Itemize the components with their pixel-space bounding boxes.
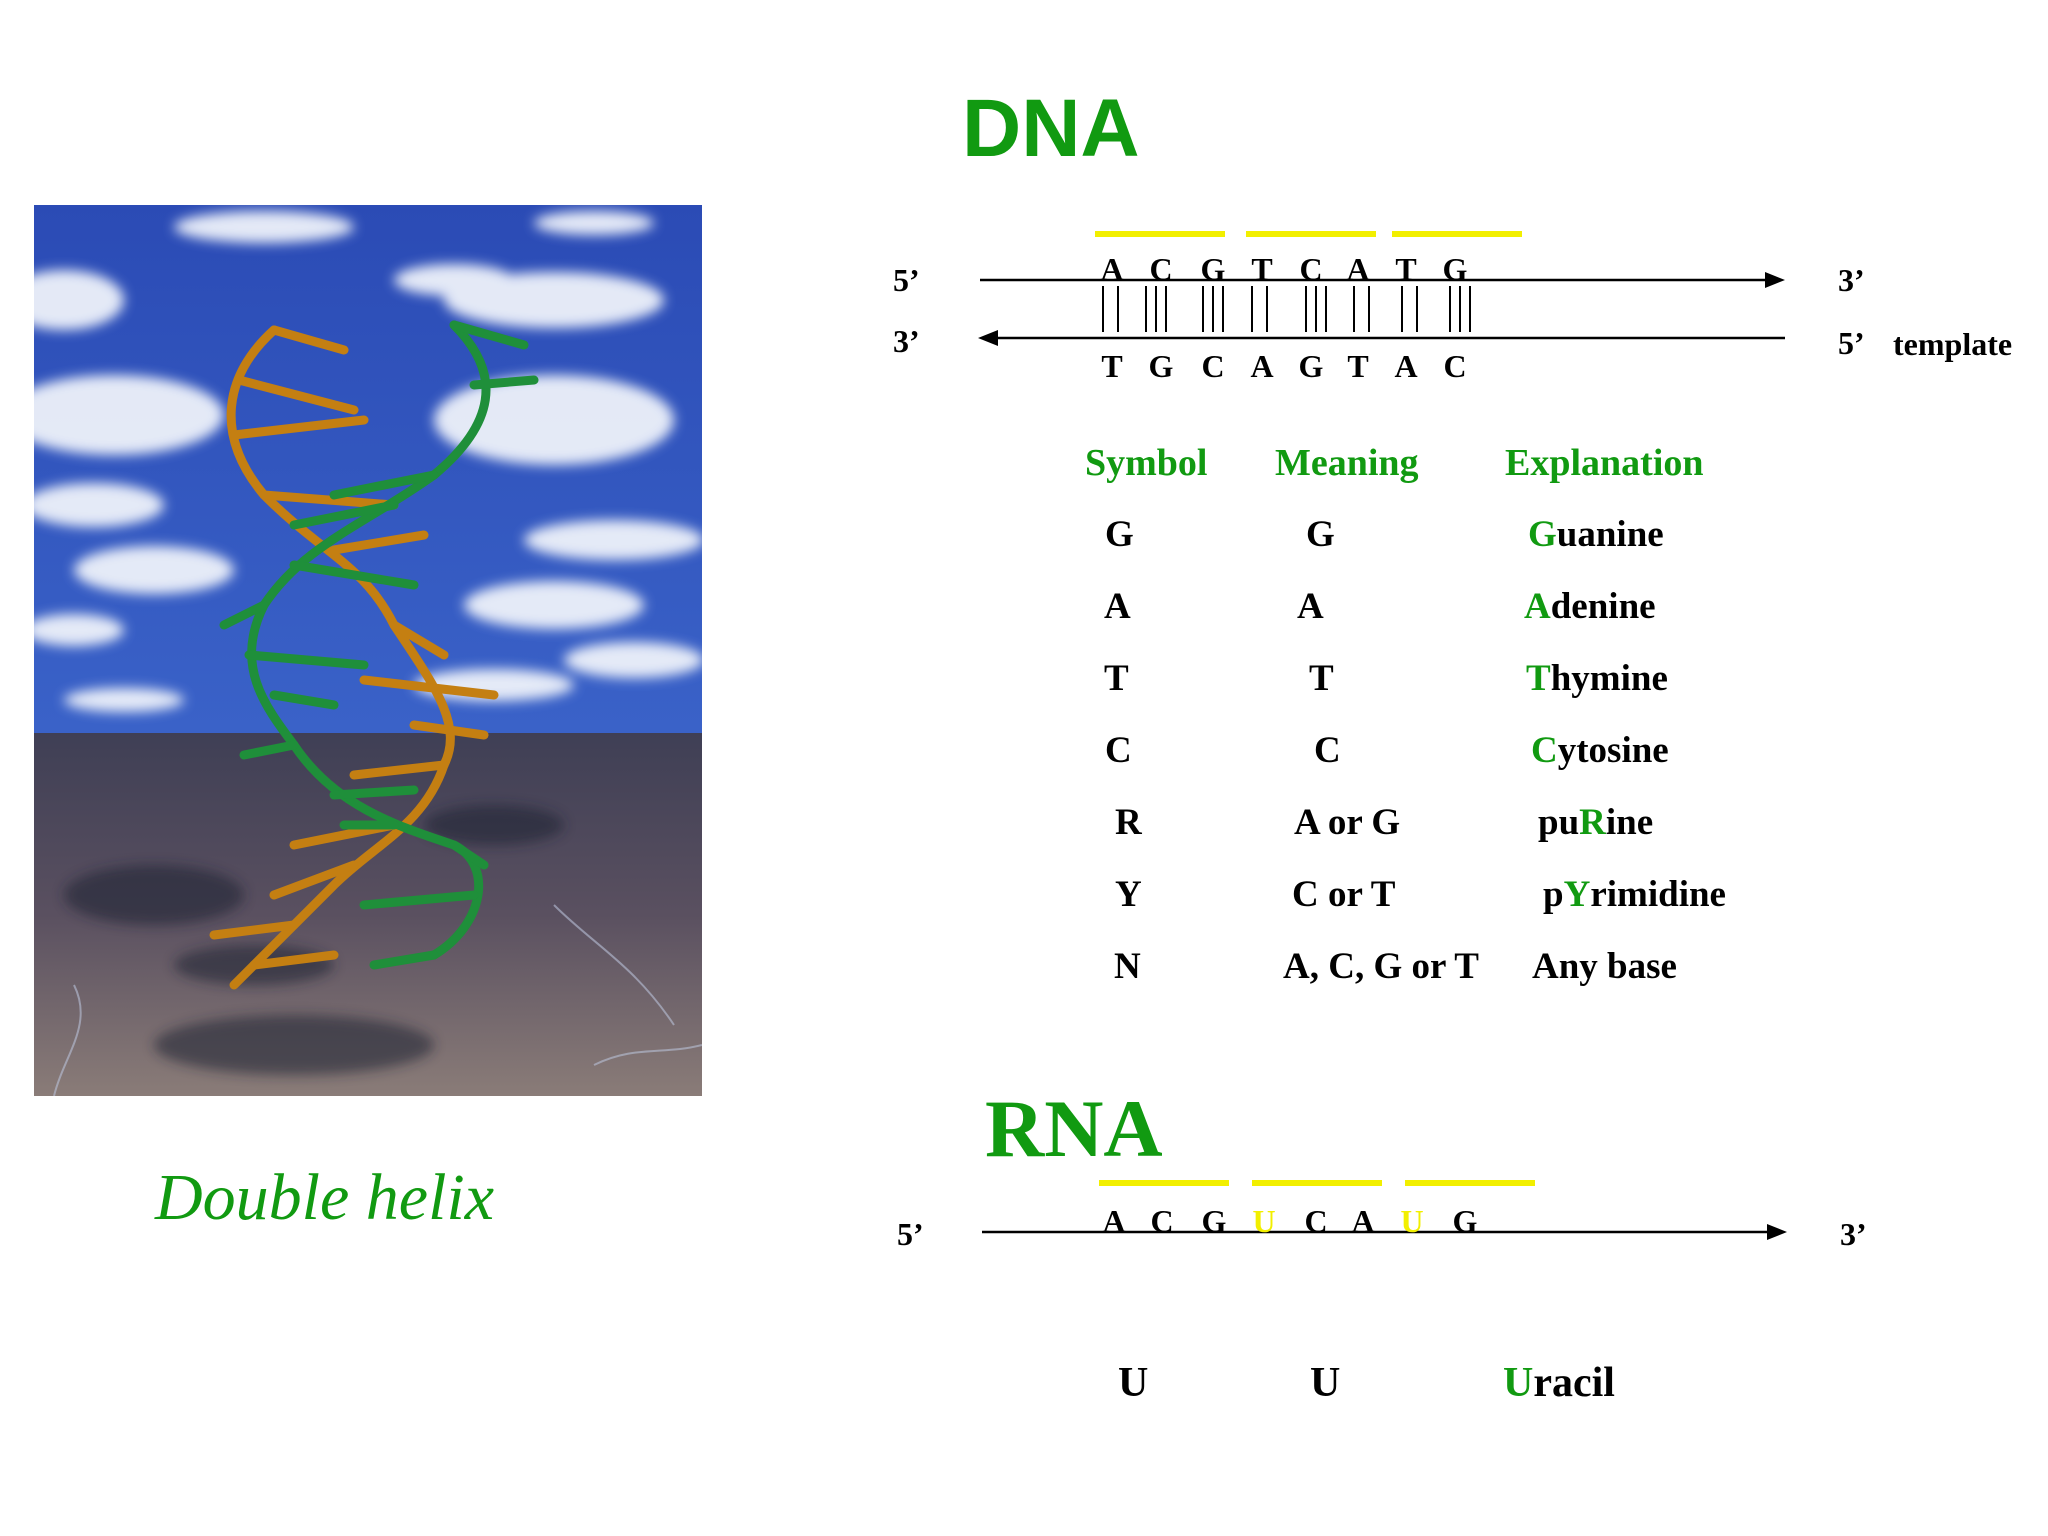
dna-top-base: T	[1395, 251, 1417, 287]
header-explanation: Explanation	[1505, 442, 1704, 484]
dna-top-base: T	[1251, 251, 1273, 287]
header-meaning: Meaning	[1275, 442, 1419, 484]
template-label: template	[1893, 326, 2013, 362]
uracil-meaning-cell: U	[1310, 1360, 1341, 1406]
dna-top-strand-arrow	[980, 272, 1785, 288]
meaning-cell: T	[1309, 658, 1334, 699]
helix-caption: Double helix	[155, 1161, 495, 1234]
dna-top-base: G	[1442, 251, 1468, 287]
dna-bottom-strand-arrow	[978, 330, 1785, 346]
dna-top-base: C	[1299, 251, 1323, 287]
rna-base: C	[1304, 1203, 1328, 1239]
meaning-cell: C or T	[1292, 874, 1396, 915]
meaning-cell: G	[1306, 514, 1335, 555]
rna-base: A	[1351, 1203, 1375, 1239]
rna-3prime-label: 3’	[1840, 1216, 1867, 1252]
dna-hydrogen-bonds	[1102, 286, 1471, 332]
rna-5prime-label: 5’	[897, 1216, 924, 1252]
double-helix-image	[34, 205, 702, 1096]
dna-codon-bars	[1095, 231, 1522, 237]
explanation-cell: Any base	[1532, 946, 1677, 987]
dna-title: DNA	[962, 83, 1140, 174]
rna-base: A	[1102, 1203, 1126, 1239]
dna-strand-diagram	[978, 231, 1785, 346]
rna-base-uracil-highlight: U	[1400, 1203, 1424, 1239]
dna-bottom-base: A	[1250, 348, 1274, 384]
symbol-cell: C	[1105, 730, 1132, 771]
symbol-cell: T	[1104, 658, 1129, 699]
uracil-symbol-cell: U	[1118, 1360, 1149, 1406]
explanation-cell: pYrimidine	[1543, 874, 1726, 915]
symbol-cell: N	[1114, 946, 1141, 987]
rna-title: RNA	[985, 1083, 1163, 1174]
dna-bottom-base: G	[1298, 348, 1324, 384]
dna-top-base: C	[1149, 251, 1173, 287]
dna-bottom-base: A	[1394, 348, 1418, 384]
explanation-cell: puRine	[1538, 802, 1654, 843]
rna-base: C	[1150, 1203, 1174, 1239]
meaning-cell: A, C, G or T	[1283, 946, 1479, 987]
dna-top-3prime-label: 3’	[1838, 262, 1865, 298]
dna-bottom-5prime-label: 5’	[1838, 325, 1865, 361]
symbol-cell: Y	[1115, 874, 1142, 915]
dna-top-base: G	[1200, 251, 1226, 287]
header-symbol: Symbol	[1085, 442, 1208, 484]
dna-top-5prime-label: 5’	[893, 262, 920, 298]
rna-base-uracil-highlight: U	[1252, 1203, 1276, 1239]
dna-top-base: A	[1346, 251, 1370, 287]
dna-bottom-base: T	[1101, 348, 1123, 384]
explanation-cell: Thymine	[1526, 658, 1668, 699]
rna-base: G	[1452, 1203, 1478, 1239]
rna-codon-bars	[1099, 1180, 1535, 1186]
symbol-cell: R	[1115, 802, 1142, 843]
symbol-cell: G	[1105, 514, 1134, 555]
meaning-cell: A or G	[1294, 802, 1401, 843]
dna-bottom-base: G	[1148, 348, 1174, 384]
dna-bottom-base: C	[1443, 348, 1467, 384]
meaning-cell: A	[1297, 586, 1324, 627]
meaning-cell: C	[1314, 730, 1341, 771]
dna-bottom-base: T	[1347, 348, 1369, 384]
dna-bottom-base: C	[1201, 348, 1225, 384]
dna-top-base: A	[1100, 251, 1124, 287]
explanation-cell: Guanine	[1528, 514, 1664, 555]
symbol-cell: A	[1104, 586, 1131, 627]
explanation-cell: Cytosine	[1531, 730, 1669, 771]
explanation-cell: Adenine	[1524, 586, 1656, 627]
uracil-explanation-cell: Uracil	[1503, 1360, 1615, 1406]
rna-base: G	[1201, 1203, 1227, 1239]
dna-bottom-3prime-label: 3’	[893, 323, 920, 359]
